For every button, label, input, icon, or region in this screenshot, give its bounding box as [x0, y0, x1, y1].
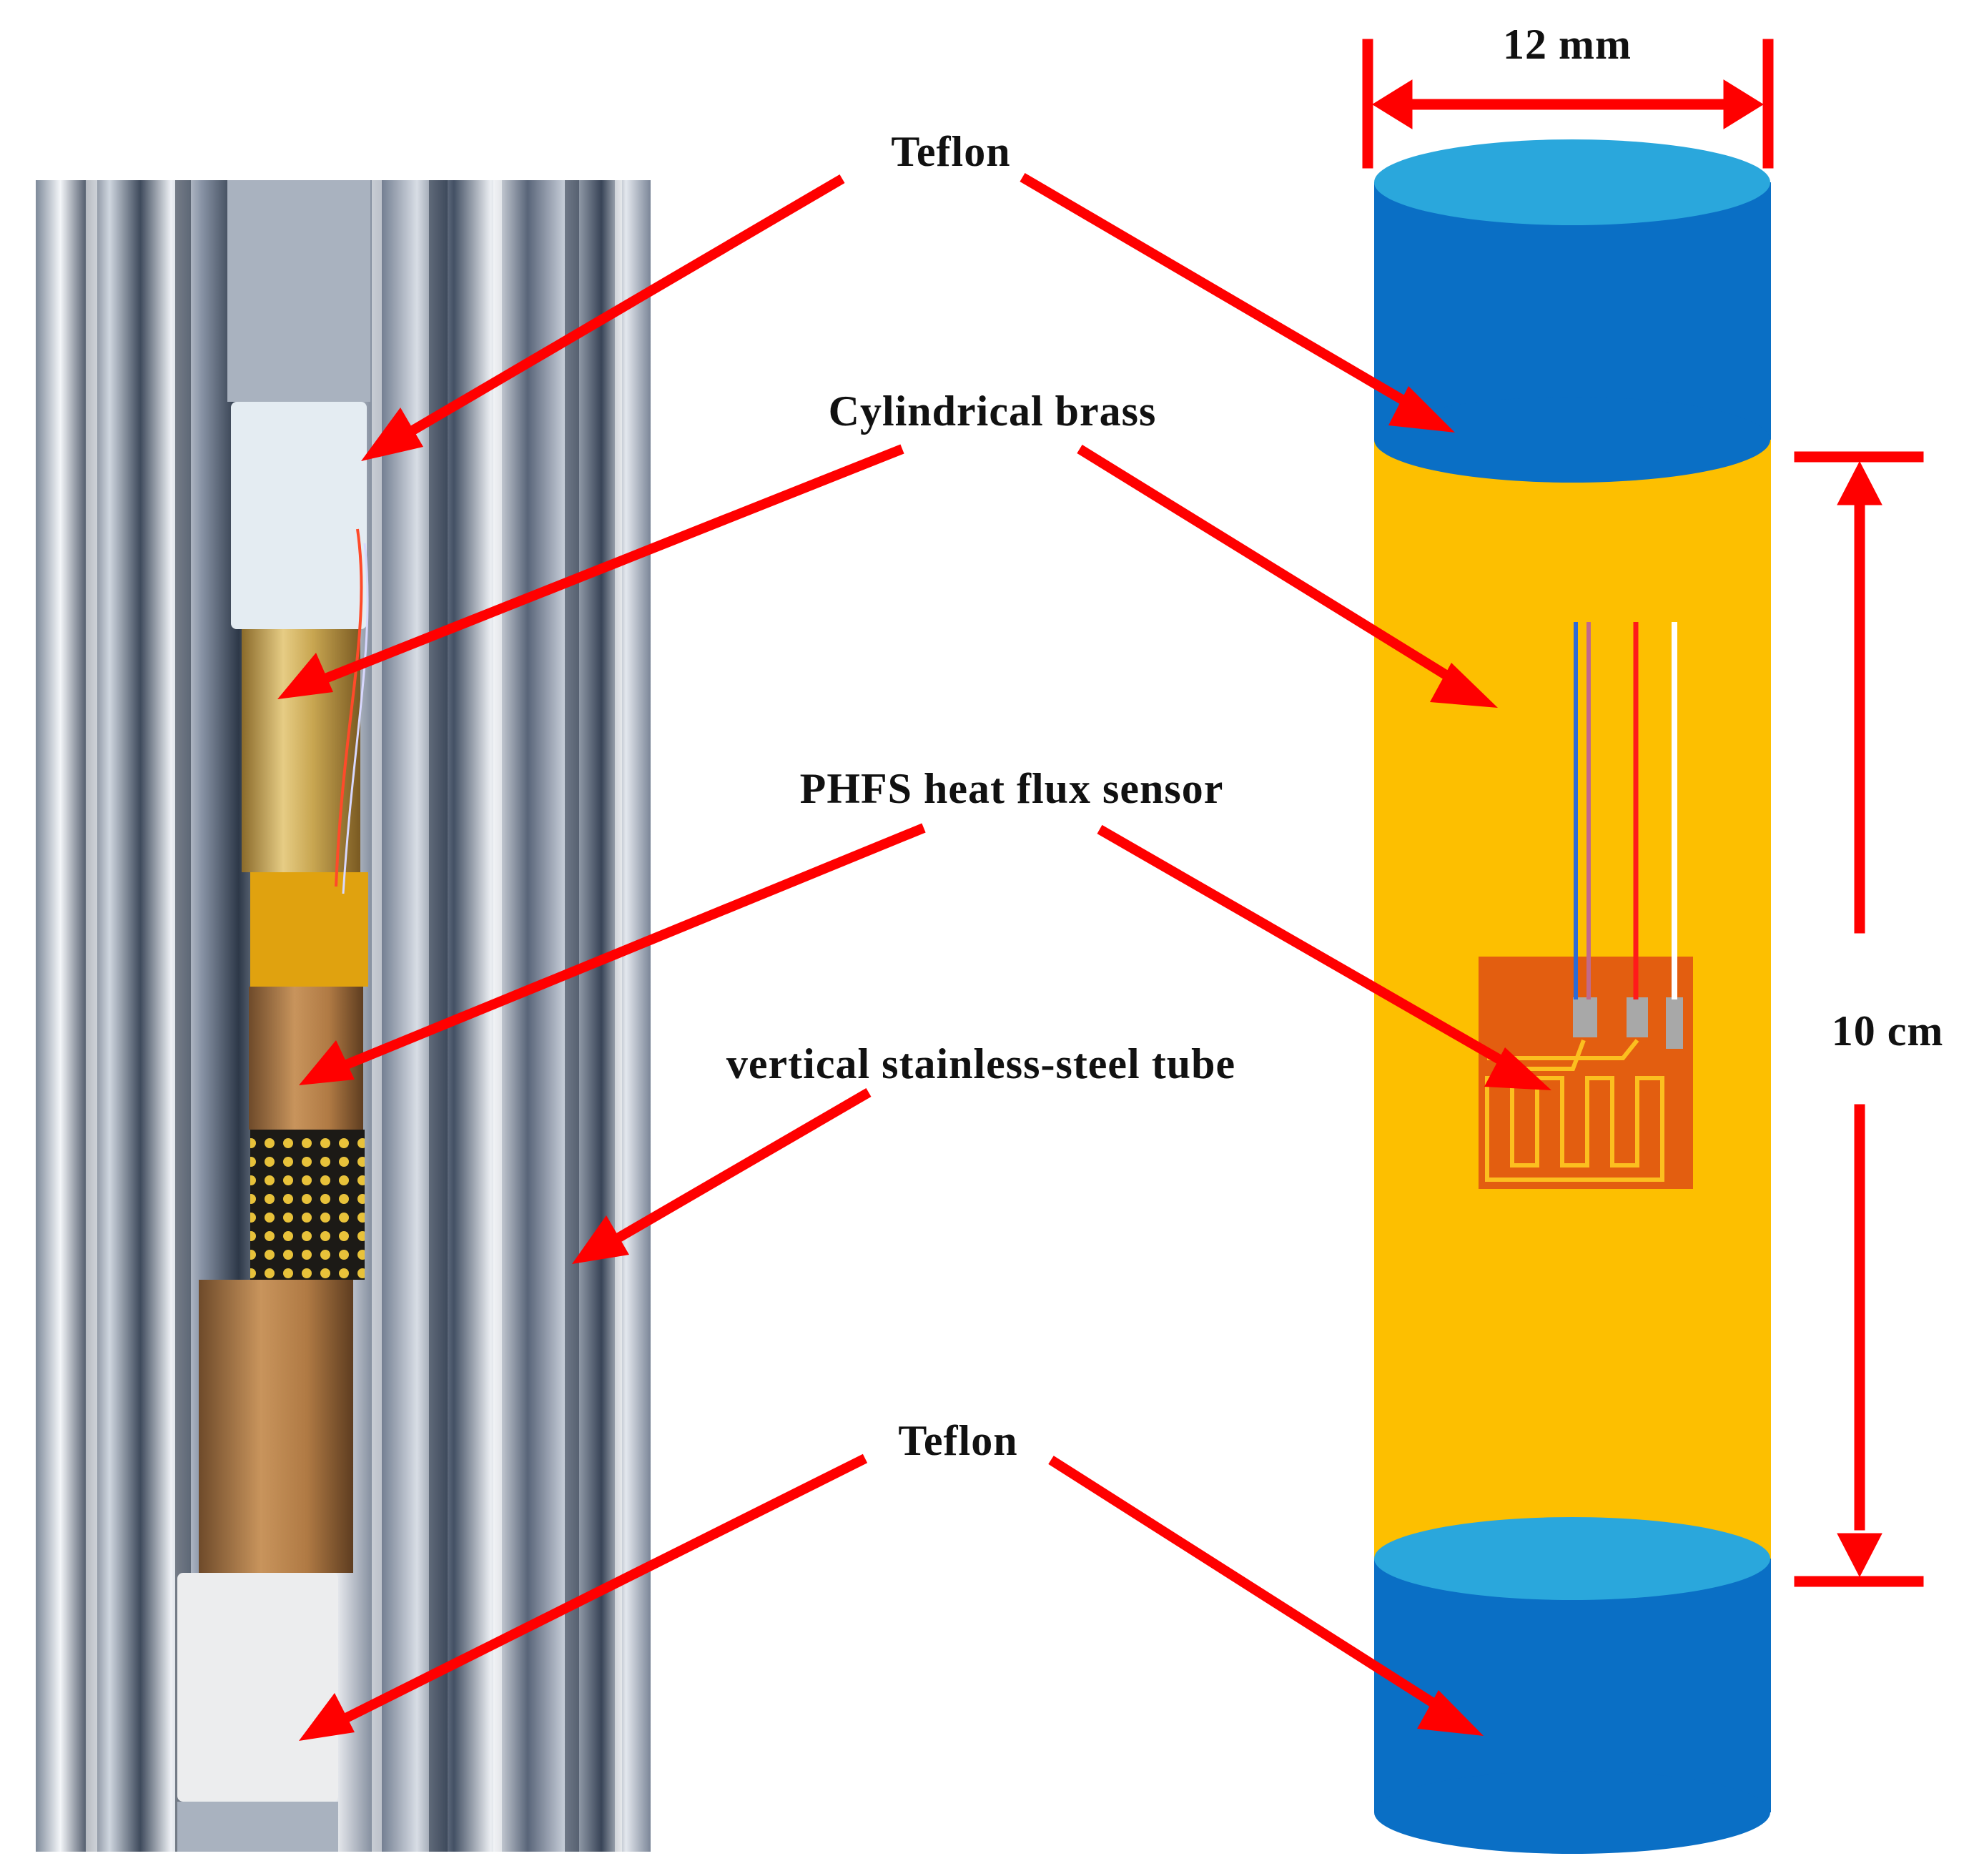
label-width-dimension: 12 mm	[1503, 21, 1632, 68]
callout-arrows	[277, 172, 1551, 1741]
teflon-top-body	[1374, 182, 1771, 440]
photo-panel	[36, 180, 651, 1852]
sensor-serpentine-trace	[1485, 1076, 1664, 1182]
height-dimension	[1794, 451, 1924, 1587]
photo-sensor-wires	[335, 528, 363, 887]
photo-teflon-top	[231, 402, 367, 629]
photo-sensor-pattern	[250, 1130, 365, 1280]
arrow-sensor-left	[334, 823, 926, 1074]
label-tube: vertical stainless-steel tube	[726, 1040, 1236, 1087]
label-height-dimension: 10 cm	[1831, 1007, 1944, 1055]
arrow-tube	[605, 1087, 872, 1249]
arrow-teflon-top-left	[394, 174, 845, 445]
photo-brass-upper	[242, 629, 360, 872]
teflon-bottom-face	[1374, 1517, 1770, 1600]
inner-tube-top	[227, 180, 370, 402]
label-cylindrical-brass: Cylindrical brass	[828, 387, 1157, 435]
arrow-brass-left	[312, 444, 904, 688]
photo-brass-lower	[199, 1280, 353, 1573]
teflon-bottom-bottom-edge	[1374, 1771, 1770, 1854]
cylinder-diagram	[1374, 139, 1771, 1854]
photo-teflon-bottom	[177, 1573, 338, 1802]
teflon-top-bottom-edge	[1374, 397, 1770, 483]
width-dimension	[1362, 39, 1774, 169]
arrow-teflon-bottom-right	[1048, 1456, 1451, 1717]
arrow-brass-right	[1077, 445, 1465, 689]
arrow-teflon-bottom-left	[333, 1453, 868, 1728]
arrow-teflon-top-right	[1020, 172, 1418, 413]
sensor-solder-pad-2	[1627, 997, 1648, 1037]
photo-sensor-copper	[249, 987, 363, 1130]
arrow-sensor-right	[1097, 824, 1519, 1074]
sensor-solder-pad-3	[1666, 997, 1683, 1049]
sensor-solder-pad-1	[1573, 997, 1597, 1037]
label-teflon-bottom: Teflon	[898, 1417, 1018, 1464]
inner-tube-bottom	[177, 1802, 338, 1852]
tube-reflection-stripes	[86, 180, 622, 1852]
photo-kapton-tape	[250, 872, 368, 987]
teflon-bottom-body	[1374, 1559, 1771, 1812]
teflon-top-face	[1374, 139, 1770, 225]
label-phfs-sensor: PHFS heat flux sensor	[799, 765, 1224, 812]
label-teflon-top: Teflon	[891, 128, 1011, 175]
